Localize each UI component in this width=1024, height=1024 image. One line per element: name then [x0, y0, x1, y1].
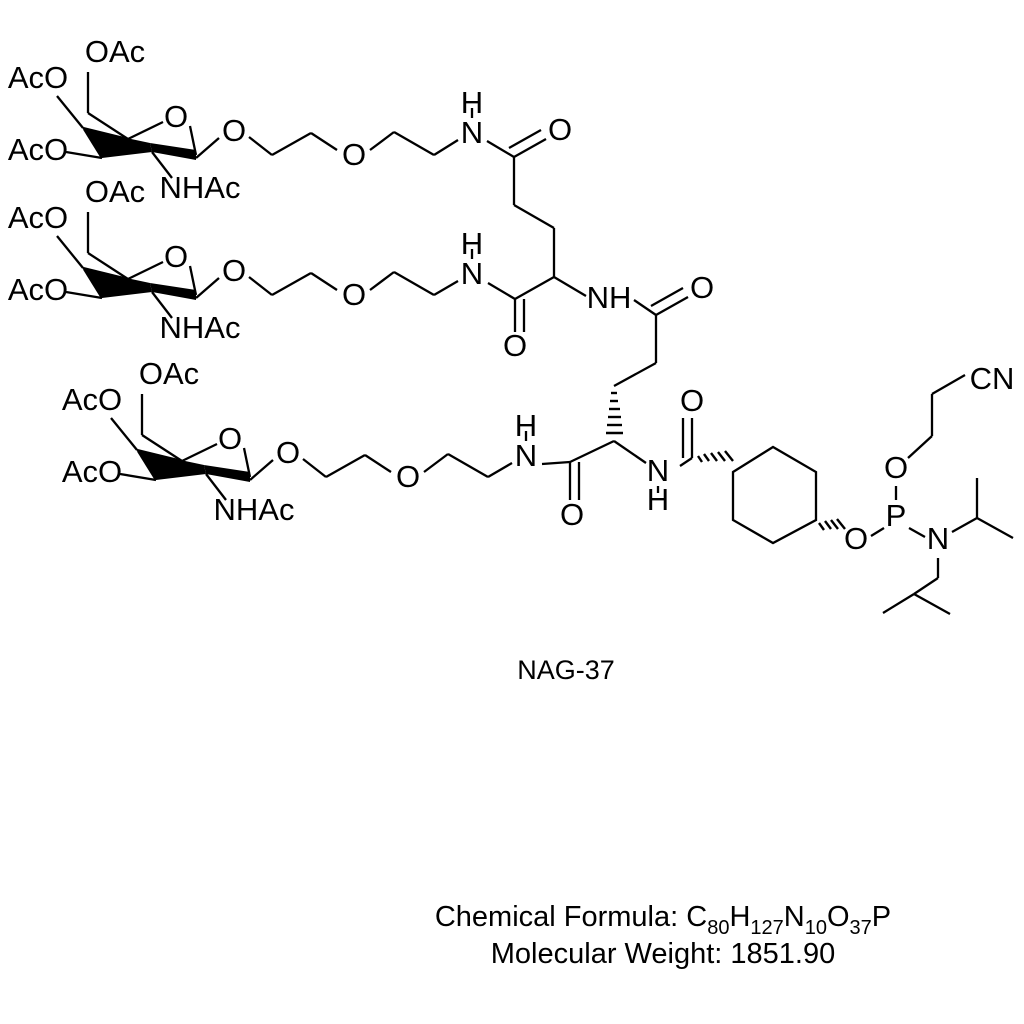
o3-acetyl-label-1: AcO [8, 132, 68, 167]
formula-element-4: P [872, 901, 891, 933]
sugar-arm-1: O OAc AcO AcO NHAc [8, 34, 483, 205]
formula-element-3: O [827, 901, 850, 933]
pyranose-ring-1: O [82, 99, 198, 160]
chemical-formula-line: Chemical Formula: C80H127N10O37P [435, 901, 891, 939]
peg-oxygen-label-2: O [342, 277, 366, 312]
n-acetyl-label-2: NHAc [160, 310, 241, 345]
formula-count-1: 127 [750, 917, 783, 939]
cyclohexane-carbonyl-oxygen: O [680, 383, 704, 418]
cyclohexane-hashed-bond-left [697, 450, 734, 463]
caption-block: NAG-37 Chemical Formula: C80H127N10O37P … [435, 655, 891, 970]
o3-acetyl-label-2: AcO [8, 272, 68, 307]
o3-acetyl-group-3: AcO [62, 454, 157, 489]
formula-element-2: N [784, 901, 805, 933]
compound-name-label: NAG-37 [517, 655, 615, 685]
glu2-alpha-amine-n-label: N [647, 453, 669, 488]
o6-acetyl-label-2: OAc [85, 174, 145, 209]
formula-count-3: 37 [850, 917, 872, 939]
o6-acetyl-group-2: OAc [85, 174, 145, 280]
glu1-carbonyl-oxygen-lower: O [503, 328, 527, 363]
phosphoramidite-nitrogen: N [927, 521, 949, 556]
pyranose-ring-3: O [136, 421, 252, 482]
o4-acetyl-label-2: AcO [8, 200, 68, 235]
amide-n-label-2: N [461, 256, 483, 291]
glutamate-node-2: O O N H [541, 270, 714, 532]
o6-acetyl-group-3: OAc [139, 356, 199, 462]
amide-n-label-3: N [515, 438, 537, 473]
ring-oxygen-label-3: O [218, 421, 242, 456]
glu2-carbonyl-oxygen-lower: O [560, 497, 584, 532]
amide-h-label-3: H [515, 408, 537, 443]
o6-acetyl-label-3: OAc [139, 356, 199, 391]
phosphoramidite-ester-oxygen: O [884, 450, 908, 485]
n-acetyl-group-2: NHAc [151, 291, 241, 345]
o4-acetyl-group-1: AcO [8, 60, 84, 129]
phosphoramidite-group: O P O CN N [844, 361, 1015, 616]
sugar-arm-2: O OAc AcO AcO NHAc O [8, 174, 483, 345]
peg-linker-2: O O [195, 253, 459, 312]
o4-acetyl-label-1: AcO [8, 60, 68, 95]
cyclohexane-hashed-bond-right [818, 518, 846, 531]
o6-acetyl-label-1: OAc [85, 34, 145, 69]
amide-n-label-1: N [461, 115, 483, 150]
peg-linker-3: O O [249, 435, 513, 494]
phosphoramidite-linker-oxygen: O [844, 521, 868, 556]
molecular-weight-prefix: Molecular Weight: [491, 938, 723, 970]
amide-h-label-1: H [461, 85, 483, 120]
molecular-weight-value: 1851.90 [730, 938, 835, 970]
peg-oxygen-label-1: O [342, 137, 366, 172]
glu2-hashed-stereo-bond [606, 391, 623, 435]
n-acetyl-label-1: NHAc [160, 170, 241, 205]
isopropyl-group-lower [882, 558, 951, 616]
o3-acetyl-label-3: AcO [62, 454, 122, 489]
amide-nitrogen-2: N H [461, 226, 483, 291]
formula-count-2: 10 [805, 917, 827, 939]
o3-acetyl-group-1: AcO [8, 132, 103, 167]
o4-acetyl-group-2: AcO [8, 200, 84, 269]
o3-acetyl-group-2: AcO [8, 272, 103, 307]
glutamate-node-1: O O NH [486, 112, 632, 363]
formula-element-0: C [686, 901, 707, 933]
anomeric-oxygen-label-3: O [276, 435, 300, 470]
ring-oxygen-label-1: O [164, 99, 188, 134]
amide-h-label-2: H [461, 226, 483, 261]
cyclohexane-core: O [679, 383, 846, 545]
formula-element-1: H [729, 901, 750, 933]
n-acetyl-group-1: NHAc [151, 151, 241, 205]
isopropyl-group-upper [951, 478, 1014, 540]
glu1-alpha-amine-label: NH [587, 280, 632, 315]
glu2-carbonyl-oxygen-upper: O [690, 270, 714, 305]
ring-oxygen-label-2: O [164, 239, 188, 274]
nitrile-label: CN [970, 361, 1015, 396]
anomeric-oxygen-label-2: O [222, 253, 246, 288]
pyranose-ring-2: O [82, 239, 198, 300]
o6-acetyl-group-1: OAc [85, 34, 145, 140]
n-acetyl-group-3: NHAc [205, 473, 295, 527]
amide-nitrogen-3: N H [515, 408, 537, 473]
phosphorus-atom-label: P [886, 498, 907, 533]
glu2-alpha-amine-h-label: H [647, 482, 669, 517]
amide-nitrogen-1: N H [461, 85, 483, 150]
n-acetyl-label-3: NHAc [214, 492, 295, 527]
anomeric-oxygen-label-1: O [222, 113, 246, 148]
peg-linker-1: O O [195, 113, 459, 172]
chemical-formula-prefix: Chemical Formula: [435, 901, 678, 933]
glu1-carbonyl-oxygen-upper: O [548, 112, 572, 147]
formula-count-0: 80 [707, 917, 729, 939]
sugar-arm-3: O OAc AcO AcO NHAc O [62, 356, 537, 527]
o4-acetyl-group-3: AcO [62, 382, 138, 451]
o4-acetyl-label-3: AcO [62, 382, 122, 417]
molecular-weight-line: Molecular Weight: 1851.90 [491, 938, 835, 970]
peg-oxygen-label-3: O [396, 459, 420, 494]
